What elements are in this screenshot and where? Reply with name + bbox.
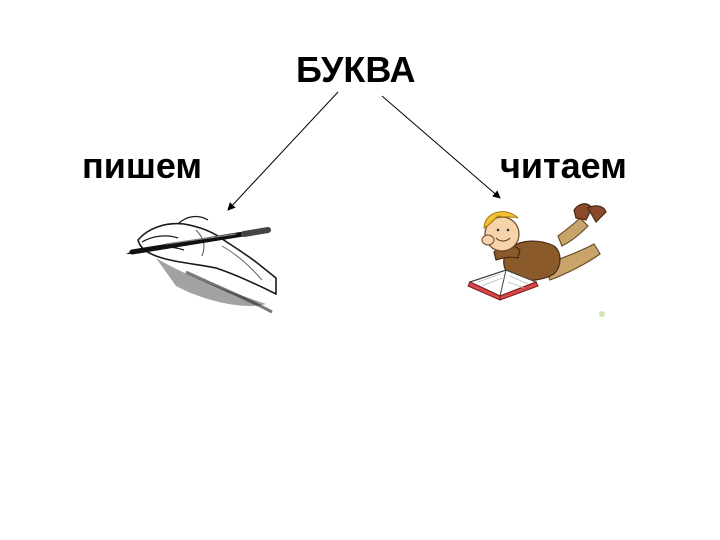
diagram-title: БУКВА bbox=[296, 49, 416, 90]
boy-reading-book-icon bbox=[467, 203, 607, 317]
hand-writing-with-pen-icon bbox=[126, 215, 277, 314]
branch-label-read: читаем bbox=[500, 145, 627, 186]
arrow-to-read bbox=[381, 95, 501, 199]
branch-label-write: пишем bbox=[82, 145, 203, 186]
arrow-to-write bbox=[227, 91, 339, 211]
